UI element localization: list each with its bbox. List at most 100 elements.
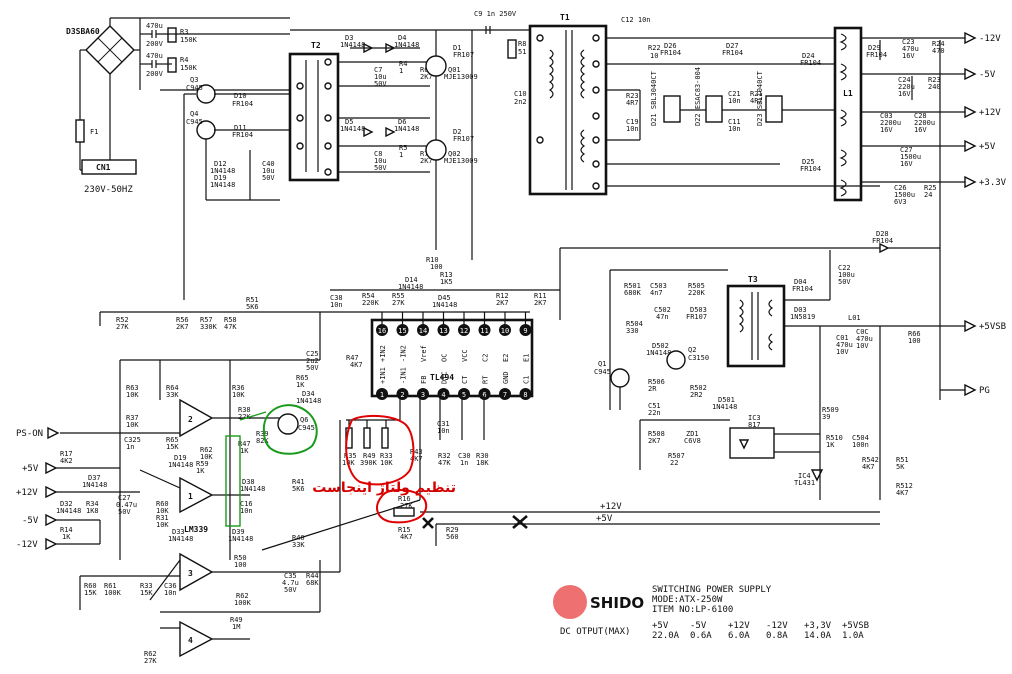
transistor-q2 (666, 350, 686, 370)
d26-value: FR104 (660, 49, 681, 57)
c40-name: C40 (262, 160, 275, 168)
zd1-value: C6V8 (684, 437, 701, 445)
d23-label: D23 SBL1040CT (756, 70, 764, 126)
c03-voltage: 16V (880, 126, 893, 134)
d39-value: 1N4148 (228, 535, 253, 543)
comparator-1 (179, 476, 214, 514)
coupled-inductor-l1: L1 (833, 26, 863, 202)
tl494-pin-7 (499, 388, 511, 400)
tl494-pin-16 (376, 324, 388, 336)
c19-name: C19 (626, 118, 639, 126)
r21-value: 4R7 (750, 97, 763, 105)
output-label--12v: -12V (979, 34, 1001, 44)
r5-name: R5 (399, 144, 407, 152)
d12-name: D12 (214, 160, 227, 168)
tl494-pin-number: 4 (441, 391, 445, 399)
r60b-value: 15K (84, 589, 97, 597)
r64-value: 33K (166, 391, 179, 399)
tl494-pin-label: C2 (482, 354, 490, 362)
output-arrow--12v (964, 31, 977, 45)
spec-line-2: MODE:ATX-250W (652, 595, 723, 605)
d14-name: D14 (405, 276, 418, 284)
c28-name: C28 (914, 112, 927, 120)
half-bridge-drive: D3 1N4148 D4 1N4148 C7 10u 50V R4 1 R6 2… (183, 30, 478, 300)
d5-value: 1N4148 (340, 125, 365, 133)
r508-value: 2K7 (648, 437, 661, 445)
r41-name: R41 (292, 478, 305, 486)
spec-block: SHIDO SWITCHING POWER SUPPLY MODE:ATX-25… (553, 585, 869, 641)
input-label-+5v: +5V (22, 464, 39, 474)
d3-name: D3 (345, 34, 353, 42)
d38-value: 1N4148 (240, 485, 265, 493)
c23-value: 470u (902, 45, 919, 53)
tl494-pin-number: 6 (482, 391, 486, 399)
r14-name: R14 (60, 526, 73, 534)
r47-name: R47 (346, 354, 359, 362)
svg-text:4: 4 (188, 636, 193, 645)
c01-voltage: 10V (836, 348, 849, 356)
r60b-name: R60 (84, 582, 97, 590)
r63-name: R63 (126, 384, 139, 392)
output-label-+5v: +5V (979, 142, 996, 152)
q1-value: C945 (594, 368, 611, 376)
input-arrow-ps-on (47, 426, 60, 440)
r23-value: 4R7 (626, 99, 639, 107)
c24-value: 220u (898, 83, 915, 91)
t3-box (726, 284, 786, 368)
d3-value: 1N4148 (340, 41, 365, 49)
r506-value: 2R (648, 385, 657, 393)
d25-value: FR104 (800, 165, 821, 173)
tl494-pin-number: 2 (400, 391, 404, 399)
c22-name: C22 (838, 264, 851, 272)
r38-value: 22K (238, 413, 251, 421)
highlight-circle-feedback (345, 414, 415, 486)
r54-name: R54 (362, 292, 375, 300)
svg-text:2: 2 (188, 415, 193, 424)
d32-value: 1N4148 (56, 507, 81, 515)
tl494-pin-number: 11 (480, 327, 488, 335)
c11-name: C11 (728, 118, 741, 126)
r51b-name: R51 (896, 456, 909, 464)
ic4-name: IC4 (798, 472, 811, 480)
r512-name: R512 (896, 482, 913, 490)
q2-name: Q2 (688, 346, 696, 354)
d1-name: D1 (453, 44, 461, 52)
r52-value: 27K (116, 323, 129, 331)
input-arrow--5v (45, 513, 58, 527)
c25-name: C25 (306, 350, 319, 358)
c325-name: C325 (124, 436, 141, 444)
c22-value: 100u (838, 271, 855, 279)
tl494-pin-6 (478, 388, 491, 400)
d502-value: 1N4148 (646, 349, 671, 357)
r65b-value: 15K (166, 443, 179, 451)
t2-label: T2 (311, 41, 321, 50)
r39-value: 82K (256, 437, 269, 445)
d26-name: D26 (664, 42, 677, 50)
main-transformer-t1: C9 1n 250V R8 51 C10 2n2 T1 (290, 10, 608, 196)
r29-name: R29 (446, 526, 459, 534)
spec-value: 22.0A (652, 631, 680, 641)
standby-supply: T3 R501 680K C503 4n7 R505 220K D503 FR1… (594, 250, 921, 500)
transistor-q01 (425, 55, 447, 77)
svg-text:3: 3 (188, 569, 193, 578)
c21-value: 10n (728, 97, 741, 105)
output-label--5v: -5V (979, 70, 996, 80)
r23-name: R23 (626, 92, 639, 100)
tl494-pin-label: FB (420, 376, 428, 384)
c504-name: C504 (852, 434, 869, 442)
d503-name: D503 (690, 306, 707, 314)
r49-name: R49 (363, 452, 376, 460)
r51-value: 5K6 (246, 303, 259, 311)
r15-value: 4K7 (400, 533, 413, 541)
output-arrow-pg (964, 383, 977, 397)
r509-value: 39 (822, 413, 830, 421)
c40-voltage: 50V (262, 174, 275, 182)
output-label-+12v: +12V (979, 108, 1001, 118)
d37-name: D37 (88, 474, 101, 482)
tl494-pin-number: 16 (378, 327, 386, 335)
d38-name: D38 (242, 478, 255, 486)
tl494-pin-number: 15 (398, 327, 406, 335)
d03-name: D03 (794, 306, 807, 314)
resistor-r4 (167, 57, 177, 73)
c22-voltage: 50V (838, 278, 851, 286)
